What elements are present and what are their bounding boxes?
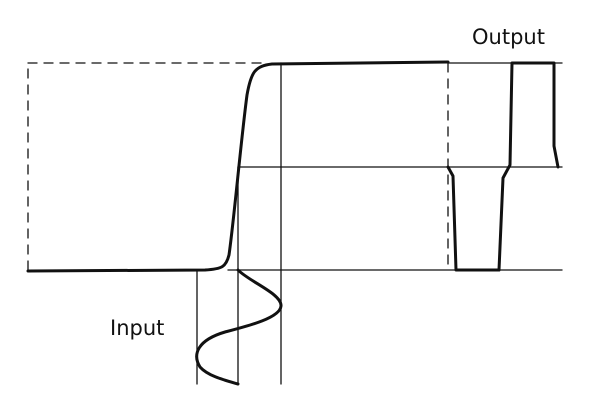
- output-waveform: [446, 61, 560, 272]
- output-label: Output: [472, 25, 545, 49]
- input-label: Input: [110, 316, 165, 340]
- transfer-curve: [26, 60, 450, 273]
- input-sine-wave: [195, 268, 283, 386]
